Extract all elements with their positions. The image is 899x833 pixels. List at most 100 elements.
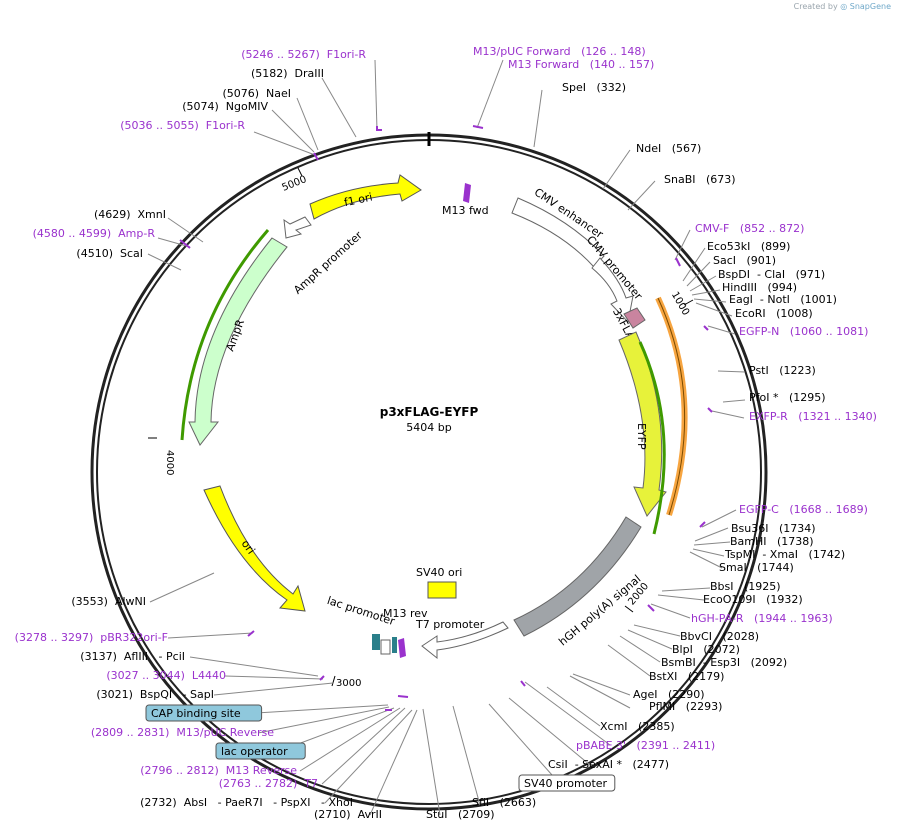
ampr-strand-arc	[180, 229, 270, 441]
credit-prefix: Created by	[793, 2, 838, 11]
site-50-box	[145, 704, 263, 722]
site-45[interactable]: (2732) AbsI - PaeR7I - PspXI - XhoI	[140, 796, 353, 809]
site-46[interactable]: (2763 .. 2782) T7	[219, 777, 318, 790]
site-38[interactable]: XcmI (2385)	[600, 720, 675, 733]
site-0[interactable]: (5246 .. 5267) F1ori-R	[241, 48, 366, 61]
feature-ampr[interactable]	[188, 237, 288, 446]
site-39[interactable]: pBABE 3' (2391 .. 2411)	[576, 739, 715, 752]
feature-m13-fwd[interactable]	[463, 183, 471, 203]
site-19[interactable]: PfoI * (1295)	[749, 391, 826, 404]
primer-markers	[179, 125, 713, 711]
svg-text:1000: 1000	[669, 290, 691, 318]
plasmid-length: 5404 bp	[406, 421, 451, 434]
site-41[interactable]: SV40 promoter	[524, 777, 608, 790]
site-labels: (5246 .. 5267) F1ori-R (5182) DraIII (5076…	[15, 45, 877, 821]
site-10[interactable]: CMV-F (852 .. 872)	[695, 222, 804, 235]
site-11[interactable]: Eco53kI (899)	[707, 240, 790, 253]
site-42[interactable]: SfiI (2663)	[472, 796, 536, 809]
site-52[interactable]: (3027 .. 3044) L4440	[106, 669, 226, 682]
tick-3000: 3000	[331, 675, 361, 689]
site-33[interactable]: BlpI (2072)	[672, 643, 740, 656]
site-22[interactable]: (4580 .. 4599) Amp-R	[33, 227, 156, 240]
site-3[interactable]: (5074) NgoMIV	[182, 100, 268, 113]
feature-ori[interactable]	[203, 485, 306, 612]
site-1[interactable]: (5182) DraIII	[251, 67, 324, 80]
feature-sv40-ori[interactable]	[427, 581, 457, 599]
site-41-box	[518, 774, 616, 792]
site-2[interactable]: (5076) NaeI	[222, 87, 291, 100]
feature-eyfp[interactable]	[618, 331, 667, 517]
site-24[interactable]: EGFP-C (1668 .. 1689)	[739, 503, 868, 516]
site-5[interactable]: M13/pUC Forward (126 .. 148)	[473, 45, 646, 58]
feature-label-t7-promoter: T7 promoter	[415, 618, 485, 631]
site-29[interactable]: BbsI (1925)	[710, 580, 781, 593]
site-35[interactable]: BstXI (2179)	[649, 670, 724, 683]
snapgene-logo: ◎	[840, 2, 848, 11]
site-13[interactable]: BspDI - ClaI (971)	[718, 268, 825, 281]
feature-label-ampr-promoter: AmpR promoter	[291, 228, 365, 296]
site-55[interactable]: (3553) AlwNI	[71, 595, 146, 608]
site-14[interactable]: HindIII (994)	[722, 281, 797, 294]
site-21[interactable]: (4629) XmnI	[94, 208, 166, 221]
site-25[interactable]: Bsu36I (1734)	[731, 522, 816, 535]
feature-f1-ori[interactable]	[309, 174, 422, 220]
site-17[interactable]: EGFP-N (1060 .. 1081)	[739, 325, 868, 338]
site-48[interactable]: lac operator	[221, 745, 288, 758]
svg-text:4000: 4000	[164, 450, 175, 475]
site-44[interactable]: (2710) AvrII	[314, 808, 382, 821]
site-43[interactable]: StuI (2709)	[426, 808, 495, 821]
credit-brand: SnapGene	[849, 2, 891, 11]
snapgene-credit: Created by ◎ SnapGene	[794, 2, 891, 11]
site-49[interactable]: (2809 .. 2831) M13/pUC Reverse	[91, 726, 274, 739]
site-27[interactable]: TspMI - XmaI (1742)	[724, 548, 845, 561]
feature-label-eyfp: EYFP	[635, 423, 648, 450]
orf-arc-orange-line	[657, 297, 686, 516]
site-9[interactable]: SnaBI (673)	[664, 173, 736, 186]
svg-text:3000: 3000	[336, 678, 361, 689]
feature-label-sv40-ori: SV40 ori	[416, 566, 462, 579]
site-23[interactable]: (4510) ScaI	[76, 247, 143, 260]
site-54[interactable]: (3278 .. 3297) pBR322ori-F	[15, 631, 168, 644]
feature-t7-promoter[interactable]	[421, 621, 509, 660]
site-53[interactable]: (3137) AflIII - PciI	[80, 650, 185, 663]
plasmid-name: p3xFLAG-EYFP	[380, 405, 479, 419]
site-31[interactable]: hGH-PA-R (1944 .. 1963)	[691, 612, 833, 625]
site-6[interactable]: M13 Forward (140 .. 157)	[508, 58, 654, 71]
site-20[interactable]: EXFP-R (1321 .. 1340)	[749, 410, 877, 423]
site-4[interactable]: (5036 .. 5055) F1ori-R	[120, 119, 245, 132]
feature-label-f1-ori: f1 ori	[343, 191, 374, 210]
site-8[interactable]: NdeI (567)	[636, 142, 701, 155]
site-18[interactable]: PstI (1223)	[749, 364, 816, 377]
site-40[interactable]: CsiI - SexAI * (2477)	[548, 758, 669, 771]
feature-m13-rev[interactable]	[398, 638, 406, 658]
orf-arc-green	[638, 341, 666, 535]
site-16[interactable]: EcoRI (1008)	[735, 307, 813, 320]
svg-text:5000: 5000	[280, 174, 308, 194]
tick-5000: 5000	[280, 167, 308, 194]
feature-cmv-promoter[interactable]	[591, 257, 634, 324]
leader-lines	[147, 59, 746, 816]
feature-label-m13-rev: M13 rev	[383, 607, 428, 620]
site-50[interactable]: CAP binding site	[151, 707, 241, 720]
feature-lac-promoter[interactable]	[372, 634, 397, 655]
site-26[interactable]: BamHI (1738)	[730, 535, 814, 548]
site-32[interactable]: BbvCI (2028)	[680, 630, 759, 643]
site-48-box	[215, 742, 306, 760]
site-12[interactable]: SacI (901)	[713, 254, 776, 267]
site-15[interactable]: EagI - NotI (1001)	[729, 293, 837, 306]
site-36[interactable]: AgeI (2290)	[633, 688, 705, 701]
site-7[interactable]: SpeI (332)	[562, 81, 626, 94]
site-47[interactable]: (2796 .. 2812) M13 Reverse	[140, 764, 297, 777]
tick-1000: 1000	[669, 290, 694, 318]
site-34[interactable]: BsmBI - Esp3I (2092)	[661, 656, 787, 669]
site-28[interactable]: SmaI (1744)	[719, 561, 794, 574]
tick-4000: 4000	[148, 437, 175, 475]
feature-hgh-polya[interactable]	[513, 516, 642, 637]
feature-ampr-promoter[interactable]	[283, 216, 312, 239]
site-51[interactable]: (3021) BspQI - SapI	[96, 688, 214, 701]
feature-3xflag[interactable]	[623, 307, 646, 329]
site-37[interactable]: PflMI (2293)	[649, 700, 722, 713]
site-30[interactable]: EcoO109I (1932)	[703, 593, 803, 606]
feature-label-m13-fwd: M13 fwd	[442, 204, 489, 217]
